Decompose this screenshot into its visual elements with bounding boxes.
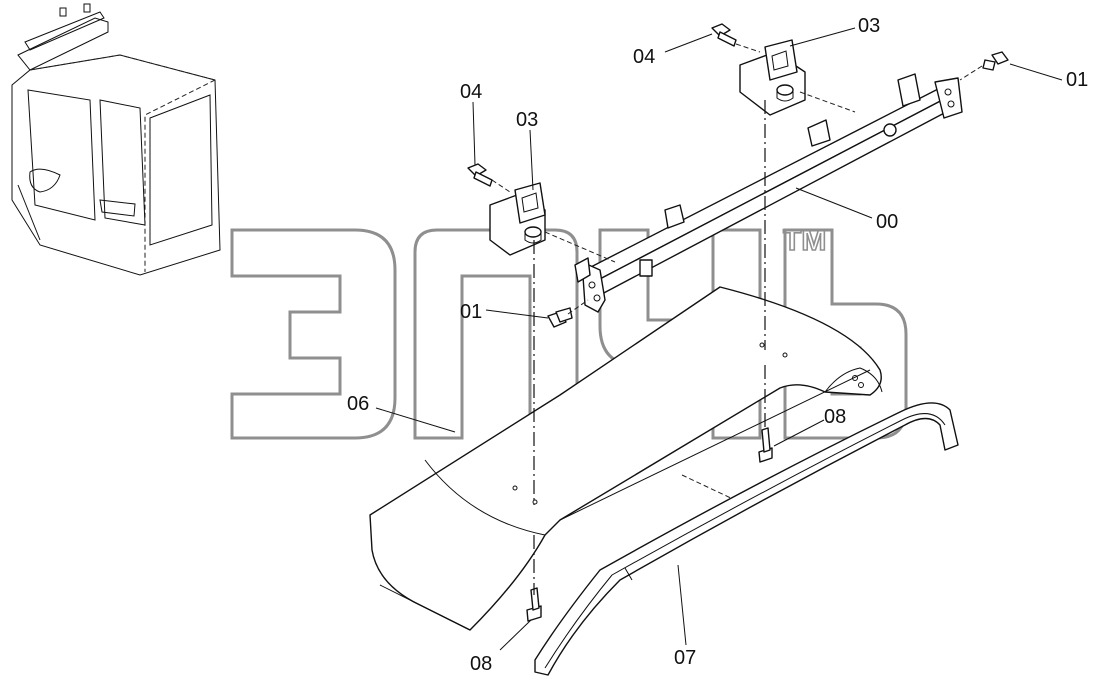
callout-06: 06	[347, 393, 369, 415]
bolt-01-left	[547, 307, 573, 328]
callout-00: 00	[876, 211, 898, 233]
callout-08-right: 08	[824, 406, 846, 428]
bolt-01-right	[982, 51, 1009, 71]
callout-04-right: 04	[633, 46, 655, 68]
seal-strip-07	[534, 402, 959, 676]
callout-07: 07	[674, 647, 696, 669]
screw-08-bottom	[526, 587, 542, 622]
callout-03-left: 03	[516, 109, 538, 131]
callout-labels: 00 01 01 03 03 04 04 06 07 08 08	[347, 15, 1088, 675]
callout-03-right: 03	[858, 15, 880, 37]
screw-08-right	[758, 427, 773, 463]
cab-reference-view	[11, 3, 221, 276]
callout-08-bottom: 08	[470, 653, 492, 675]
callout-04-left: 04	[460, 81, 482, 103]
trademark-symbol: TM	[783, 224, 826, 257]
bracket-03-left	[489, 182, 546, 256]
bracket-assembly-00	[574, 73, 963, 313]
bracket-03-right	[739, 39, 806, 116]
assembly-centre-lines	[491, 43, 983, 595]
bolt-04-right	[711, 23, 737, 47]
cover-06	[369, 286, 883, 631]
bolt-04-left	[467, 163, 493, 187]
callout-01-left: 01	[460, 301, 482, 323]
callout-01-right: 01	[1066, 69, 1088, 91]
callout-leader-lines	[375, 27, 1063, 651]
